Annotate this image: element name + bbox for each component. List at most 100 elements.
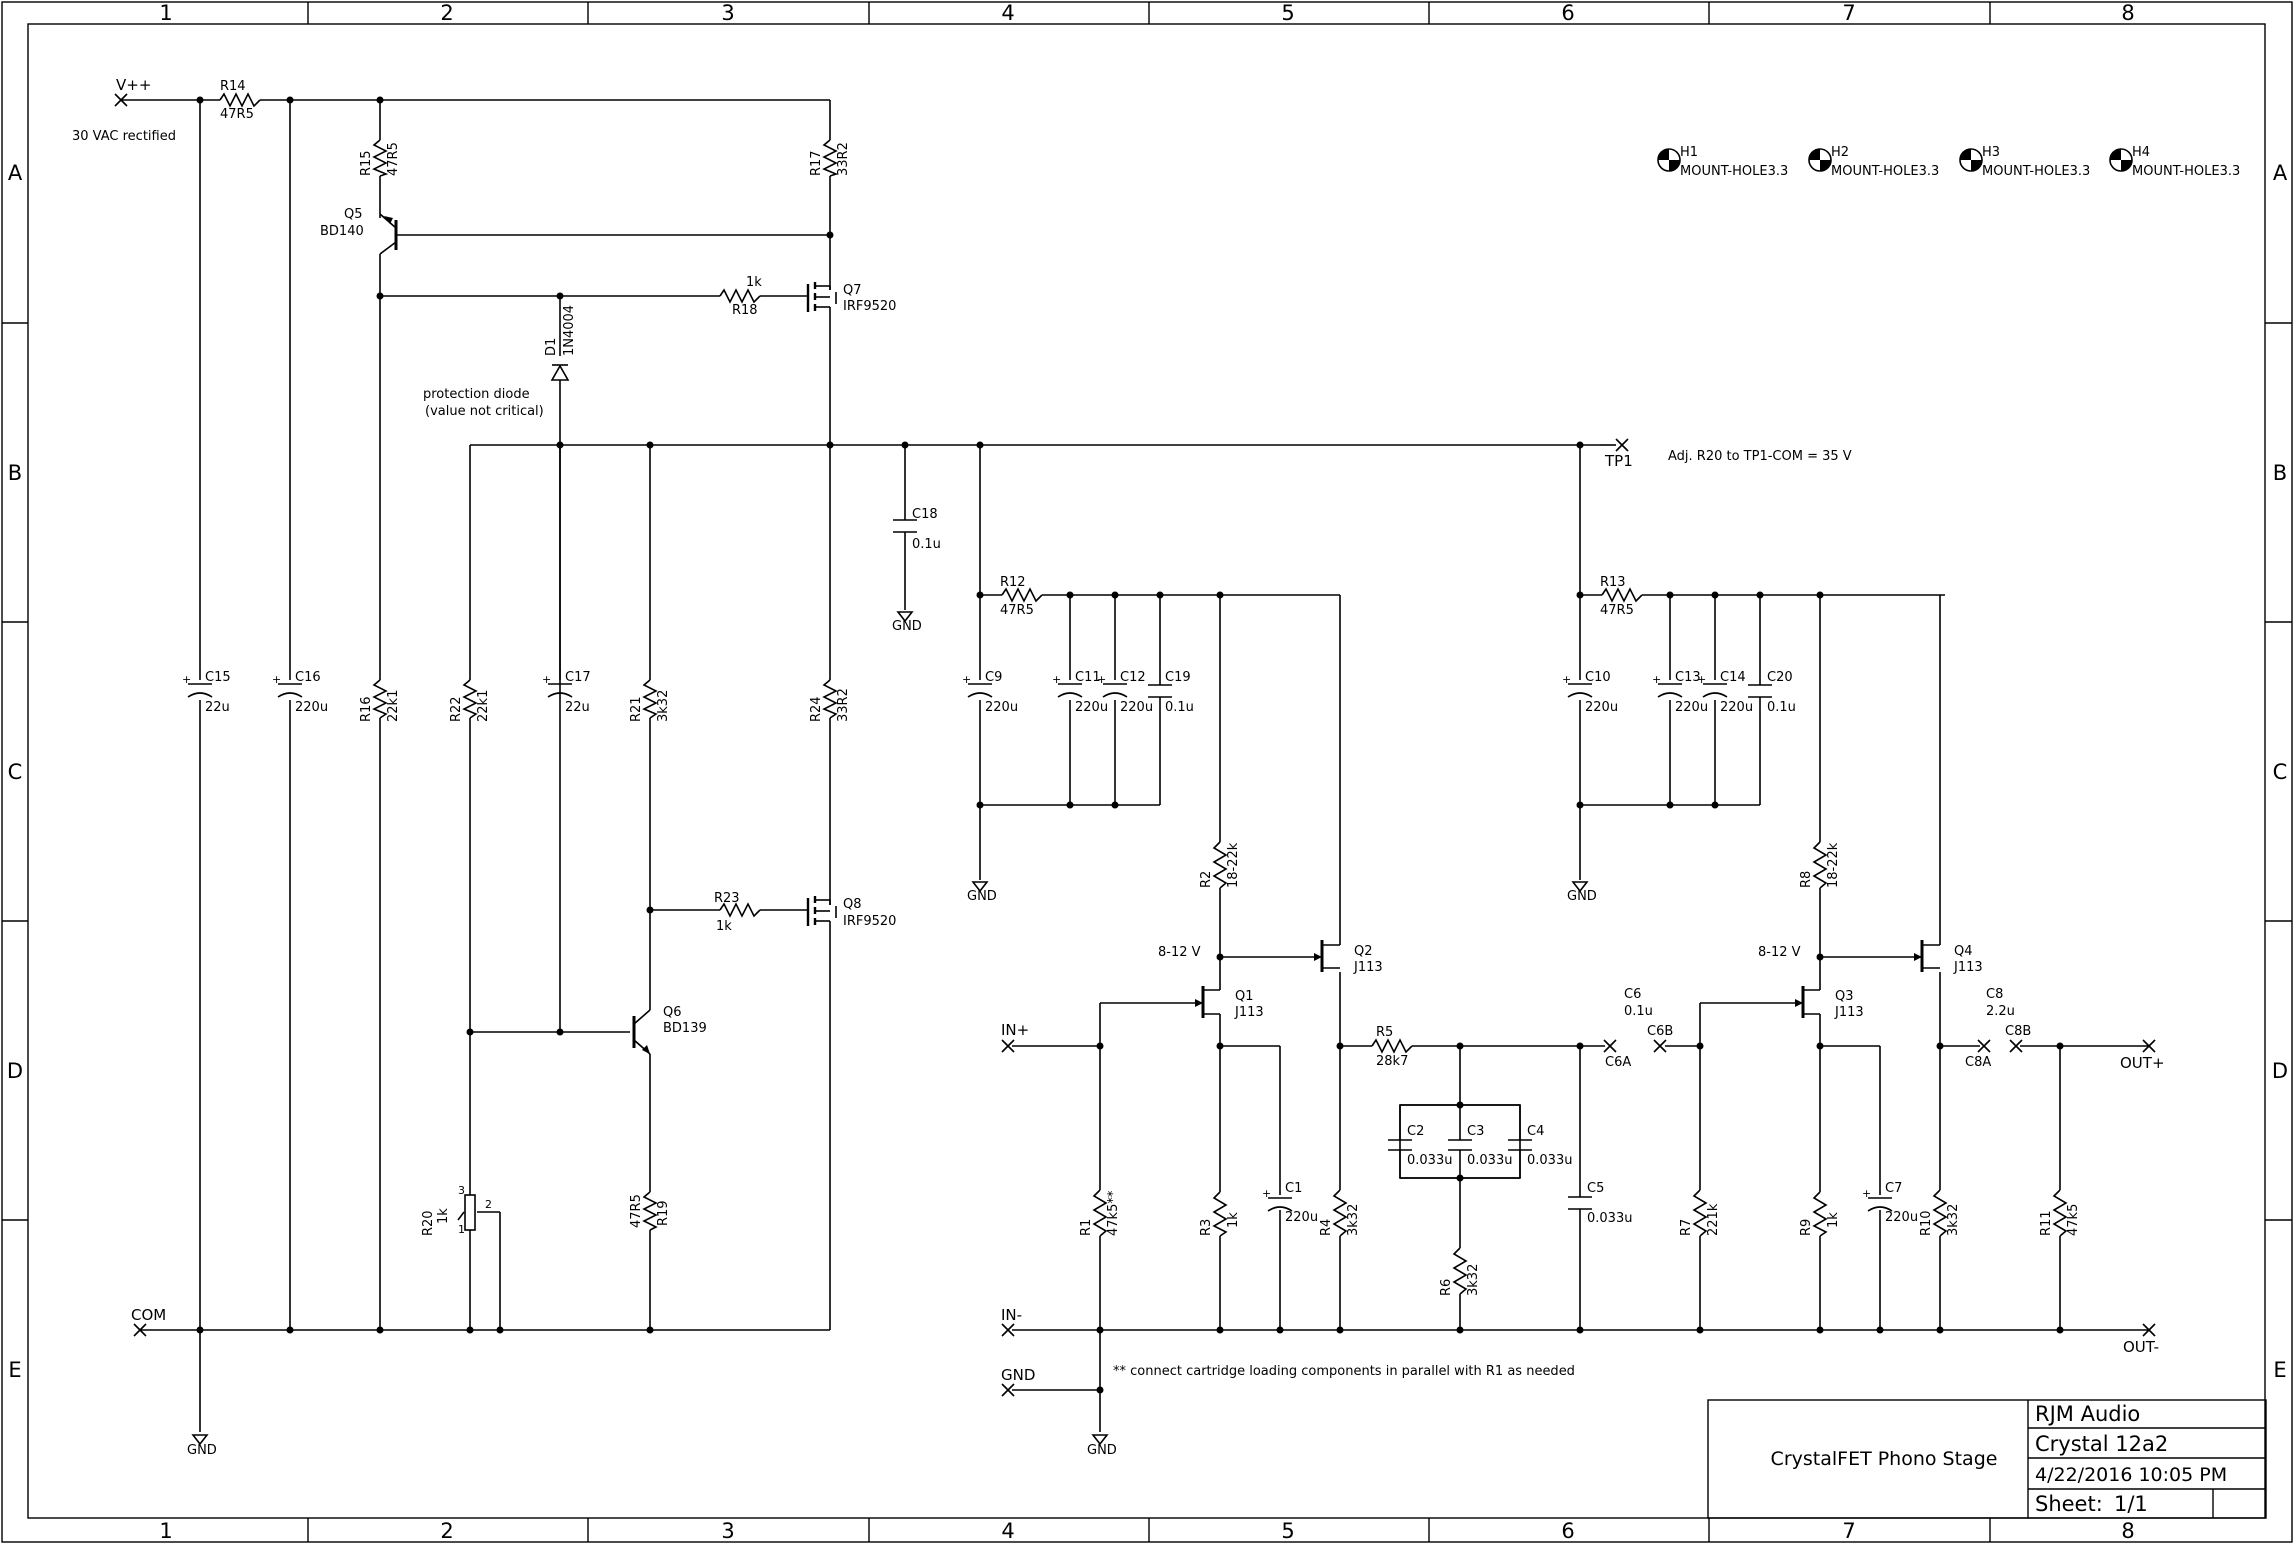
ref-c16: C16 (295, 670, 321, 685)
ref-r7: R7 (1679, 1219, 1694, 1236)
ref-c8: C8 (1986, 987, 2003, 1002)
resistor-r7 (1692, 1189, 1708, 1237)
junction-dots (196, 96, 2064, 1394)
ref-d1: D1 (544, 338, 559, 356)
value-r22: 22k1 (476, 690, 491, 722)
component-labels: R14 47R5 Q5 BD140 1k R18 Q7 IRF9520 C15 … (205, 79, 2081, 1296)
svg-text:+: + (962, 673, 971, 686)
value-c1: 220u (1285, 1210, 1318, 1225)
ref-c14: C14 (1720, 670, 1746, 685)
net-label-out-plus: OUT+ (2120, 1054, 2165, 1072)
value-r16: 22k1 (386, 690, 401, 722)
value-c5: 0.033u (1587, 1211, 1632, 1226)
net-label-c6b: C6B (1647, 1024, 1673, 1039)
ref-r14: R14 (220, 79, 246, 94)
value-c9: 220u (985, 700, 1018, 715)
row-label-right: E (2273, 1358, 2286, 1382)
col-label-bottom: 7 (1842, 1519, 1855, 1543)
value-r20: 1k (436, 1208, 451, 1224)
mounting-hole-icon (2109, 148, 2133, 172)
value-r11: 47k5 (2066, 1204, 2081, 1236)
company-name: RJM Audio (2035, 1402, 2140, 1426)
capacitor-c5 (1568, 1196, 1592, 1210)
col-label-bottom: 5 (1281, 1519, 1294, 1543)
ref-c12: C12 (1120, 670, 1146, 685)
col-label-top: 8 (2121, 1, 2134, 25)
resistor-r24 (822, 679, 838, 719)
gnd-symbol (971, 881, 989, 893)
value-r10: 3k32 (1946, 1204, 1961, 1236)
mounting-hole-labels: H1 MOUNT-HOLE3.3 H2 MOUNT-HOLE3.3 H3 MOU… (1680, 145, 2240, 179)
ref-c1: C1 (1285, 1181, 1302, 1196)
gnd-label: GND (892, 619, 922, 634)
value-r12: 47R5 (1000, 603, 1034, 618)
ref-q6: Q6 (663, 1005, 682, 1020)
value-c18: 0.1u (912, 537, 941, 552)
value-r17: 33R2 (836, 142, 851, 176)
gnd-symbol (1571, 881, 1589, 893)
svg-text:+: + (1262, 1187, 1271, 1200)
ref-r15: R15 (359, 150, 374, 176)
mounting-hole-ref: H4 (2132, 145, 2150, 160)
ref-c18: C18 (912, 507, 938, 522)
ref-c11: C11 (1075, 670, 1101, 685)
resistor-r15 (372, 139, 389, 177)
col-label-top: 5 (1281, 1, 1294, 25)
value-c15: 22u (205, 700, 230, 715)
ref-r3: R3 (1199, 1219, 1214, 1236)
value-c19: 0.1u (1165, 700, 1194, 715)
value-q6: BD139 (663, 1021, 707, 1036)
project-name: Crystal 12a2 (2035, 1432, 2168, 1456)
ref-r6: R6 (1439, 1279, 1454, 1296)
value-c16: 220u (295, 700, 328, 715)
net-label-vpp: V++ (116, 76, 151, 94)
value-c6: 0.1u (1624, 1004, 1653, 1019)
gnd-label: GND (967, 889, 997, 904)
value-r2: 18-22k (1226, 842, 1241, 888)
transistor-q8 (806, 896, 837, 945)
polarity-marks: +++ +++ +++ ++ 321 (182, 673, 1871, 1236)
resistor-symbols (219, 92, 2068, 1295)
ref-r17: R17 (809, 150, 824, 176)
value-c12: 220u (1120, 700, 1153, 715)
ref-q5: Q5 (344, 207, 363, 222)
gnd-label: GND (187, 1443, 217, 1458)
ref-c6: C6 (1624, 987, 1641, 1002)
value-c3: 0.033u (1467, 1153, 1512, 1168)
col-label-top: 2 (440, 1, 453, 25)
svg-text:+: + (1862, 1187, 1871, 1200)
ref-r23: R23 (714, 891, 740, 906)
mounting-hole-value: MOUNT-HOLE3.3 (1982, 164, 2090, 179)
value-r1: 47k5** (1106, 1190, 1121, 1236)
capacitor-c13 (1657, 683, 1683, 698)
svg-text:+: + (1697, 673, 1706, 686)
col-label-bottom: 4 (1001, 1519, 1014, 1543)
ref-c10: C10 (1585, 670, 1611, 685)
resistor-r2 (1212, 841, 1228, 889)
mounting-hole-ref: H1 (1680, 145, 1698, 160)
value-r8: 18-22k (1826, 842, 1841, 888)
value-r13: 47R5 (1600, 603, 1634, 618)
value-r9: 1k (1826, 1212, 1841, 1228)
ref-r2: R2 (1199, 871, 1214, 888)
svg-text:+: + (1562, 673, 1571, 686)
resistor-r5 (1371, 1038, 1413, 1054)
transistor-q1 (1195, 986, 1220, 1018)
mounting-hole-ref: H3 (1982, 145, 2000, 160)
value-q2: J113 (1353, 960, 1383, 975)
ref-c17: C17 (565, 670, 591, 685)
capacitor-c10 (1567, 683, 1593, 698)
ref-q8: Q8 (843, 897, 862, 912)
row-label-left: B (8, 461, 22, 485)
ref-r16: R16 (359, 696, 374, 722)
value-c8: 2.2u (1986, 1004, 2015, 1019)
ref-r4: R4 (1319, 1219, 1334, 1236)
value-q8: IRF9520 (843, 914, 896, 929)
value-c20: 0.1u (1767, 700, 1796, 715)
ref-r21: R21 (629, 696, 644, 722)
col-label-top: 3 (721, 1, 734, 25)
row-label-left: D (7, 1059, 23, 1083)
resistor-r12 (1001, 587, 1043, 603)
mounting-hole-icon (1959, 148, 1983, 172)
